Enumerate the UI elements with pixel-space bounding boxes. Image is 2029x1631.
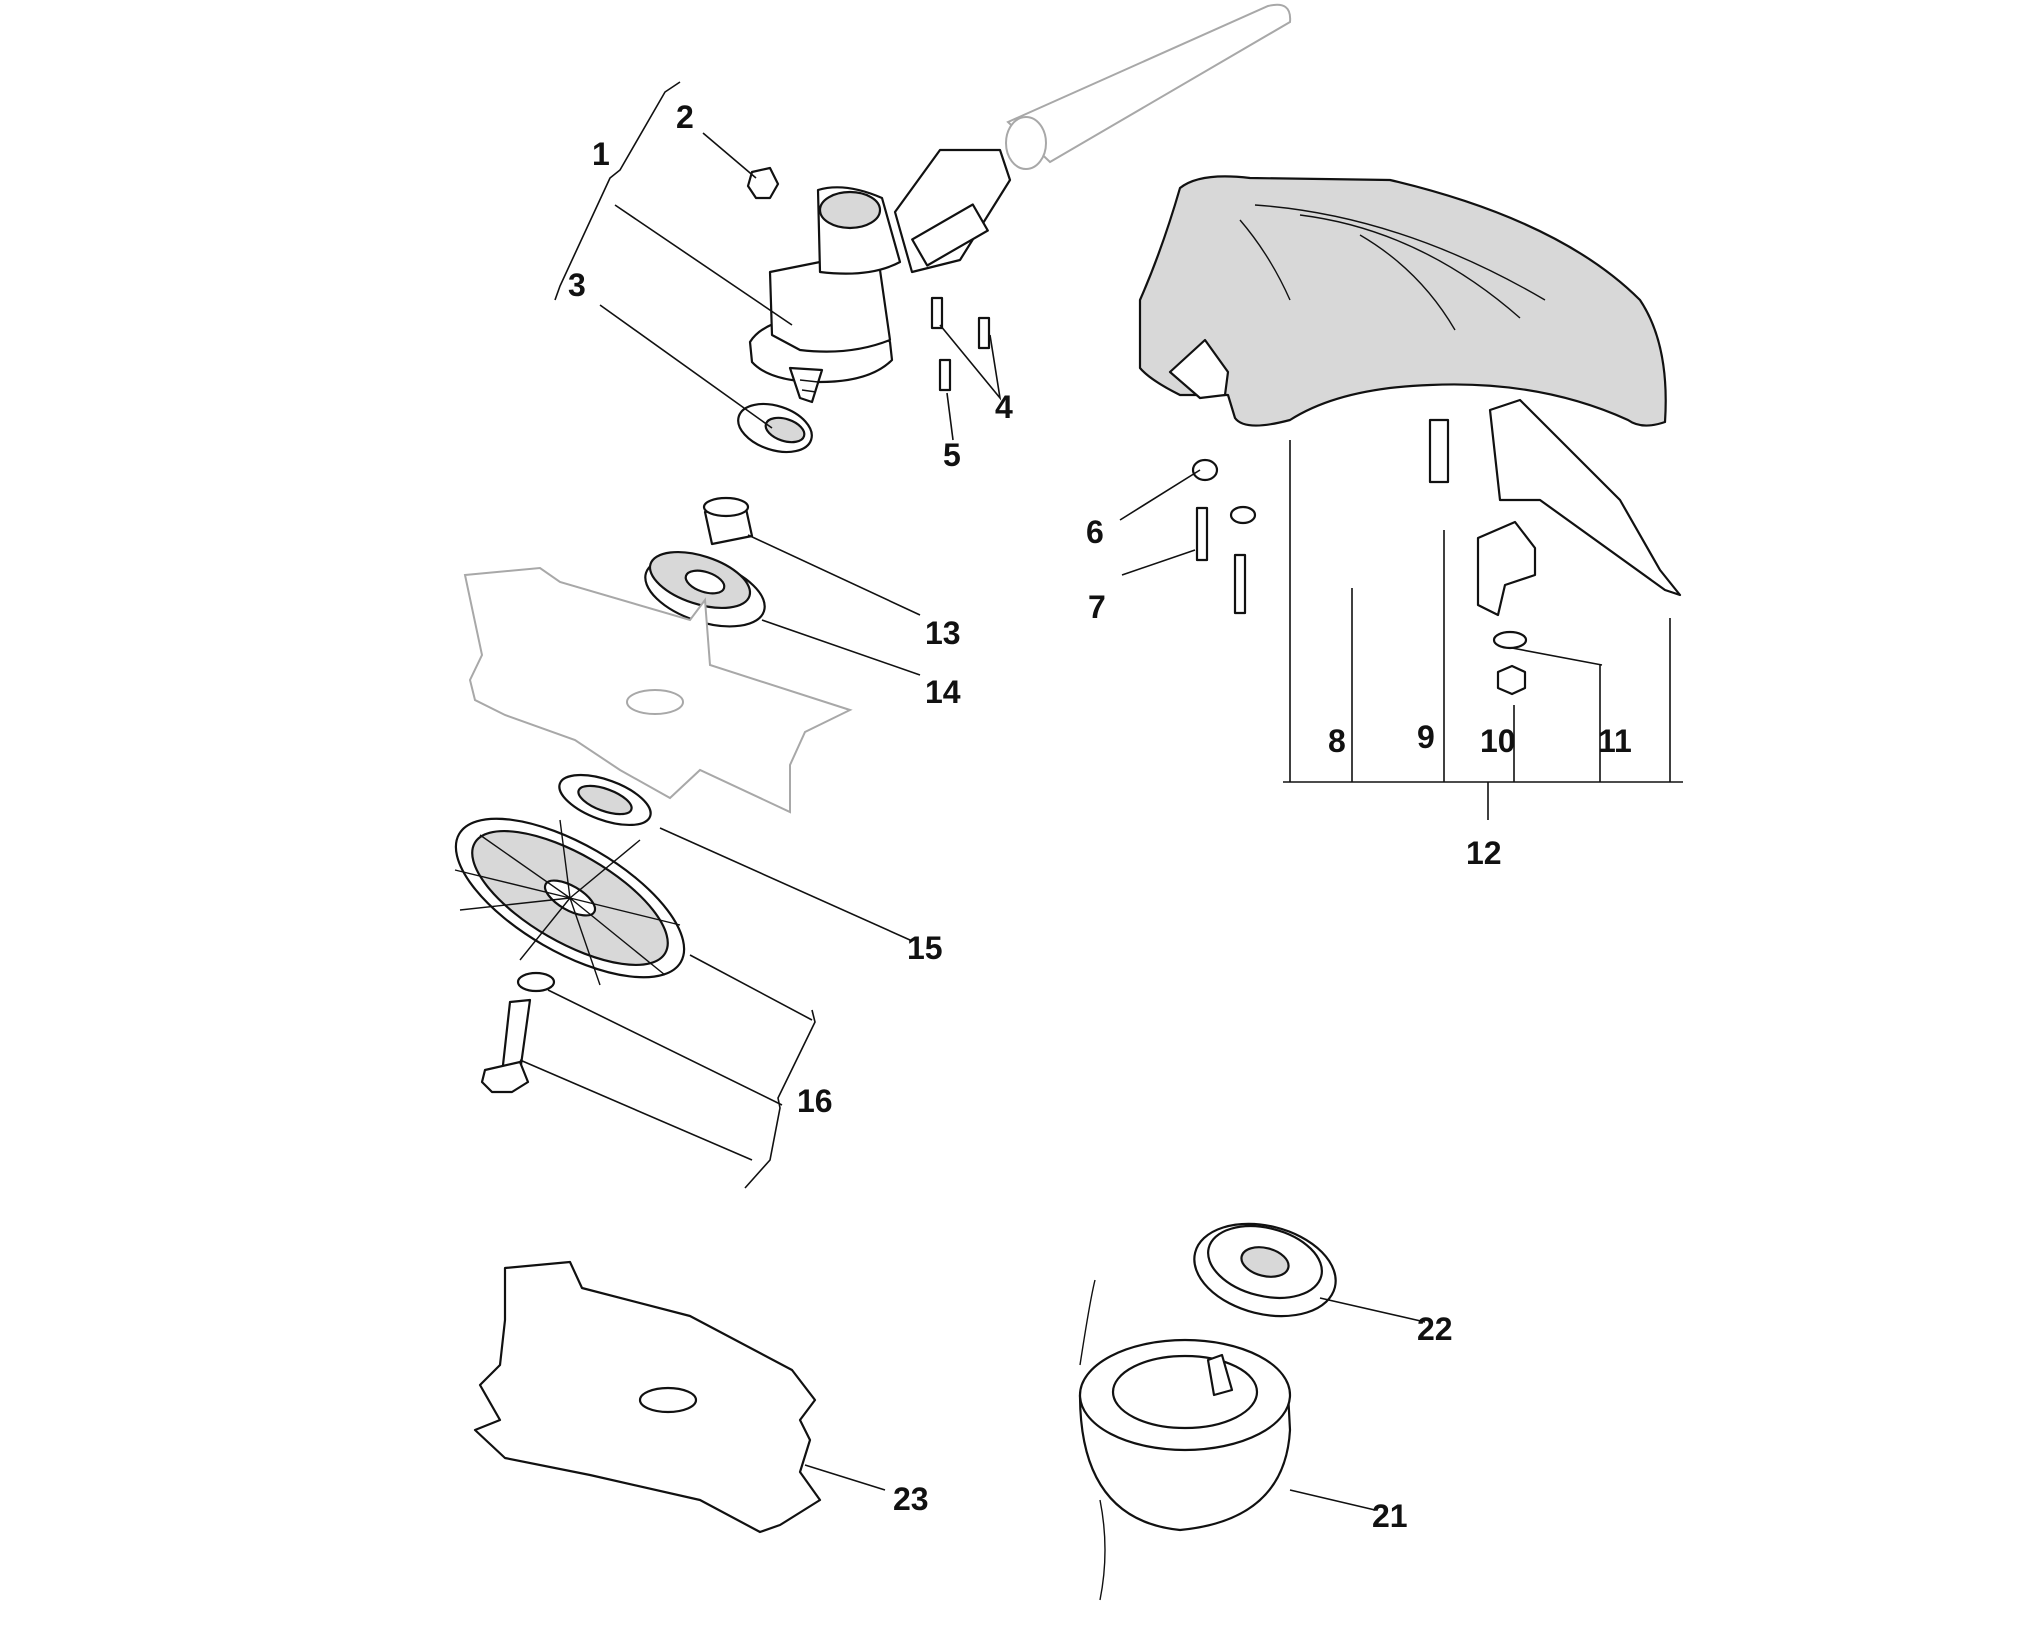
callout-23: 23 (893, 1481, 929, 1517)
gear-head (748, 148, 1012, 404)
cutting-blade (473, 1260, 822, 1534)
bolt-and-washer (480, 971, 556, 1094)
callout-10: 10 (1480, 723, 1516, 759)
grass-guard (1138, 175, 1682, 597)
bearing-ring (737, 402, 813, 454)
spacer-sleeve (702, 496, 754, 546)
callout-6: 6 (1086, 514, 1104, 550)
callout-11: 11 (1598, 723, 1632, 759)
callout-21: 21 (1372, 1498, 1408, 1534)
guard-plate (454, 817, 686, 986)
callout-5: 5 (943, 437, 961, 473)
guard-bracket (1476, 520, 1537, 617)
callout-16: 16 (797, 1083, 833, 1119)
callout-15: 15 (907, 930, 943, 966)
callout-9: 9 (1417, 719, 1435, 755)
grease-nipple (746, 166, 780, 200)
lower-washer (558, 773, 652, 827)
trimmer-head-cap (1193, 1222, 1337, 1318)
callout-3: 3 (568, 267, 586, 303)
blade-ghost (463, 566, 853, 814)
guard-nut-washer (1492, 630, 1528, 696)
callout-8: 8 (1328, 723, 1346, 759)
screws (930, 296, 991, 392)
guard-fasteners (1191, 418, 1450, 615)
callout-14: 14 (925, 674, 961, 710)
callout-7: 7 (1088, 589, 1106, 625)
callout-12: 12 (1466, 835, 1502, 871)
callout-2: 2 (676, 99, 694, 135)
drive-shaft-tube (1005, 3, 1292, 170)
trimmer-head (1078, 1279, 1292, 1601)
callout-22: 22 (1417, 1311, 1453, 1347)
callout-1: 1 (592, 136, 610, 172)
callout-13: 13 (925, 615, 961, 651)
callout-4: 4 (995, 389, 1013, 425)
